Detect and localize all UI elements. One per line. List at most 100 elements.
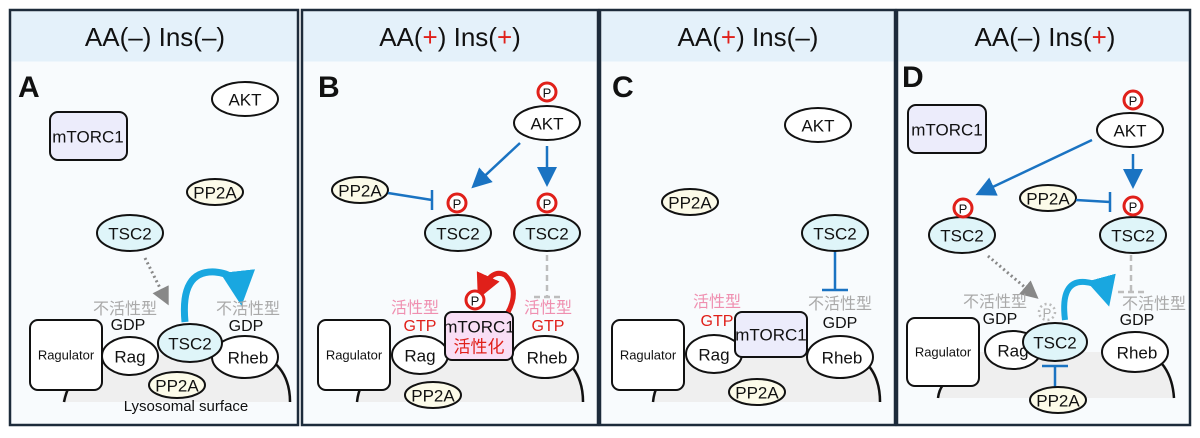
svg-text:TSC2: TSC2 [525,225,568,244]
phospho-badge: P [464,289,486,311]
svg-text:AKT: AKT [228,91,261,110]
panel-letter: C [612,71,634,104]
pp2a-node: PP2A [404,381,462,409]
svg-text:Rag: Rag [114,348,145,367]
svg-text:mTORC1: mTORC1 [52,128,123,147]
gdp-label: GDP [823,315,858,332]
akt-node: AKT [513,105,581,141]
inactive-label: 不活性型 [808,295,872,313]
inhibition-line [387,190,434,210]
svg-text:Rag: Rag [404,347,435,366]
svg-text:PP2A: PP2A [338,182,382,201]
inhibition-line [1042,364,1068,388]
svg-text:TSC2: TSC2 [436,225,479,244]
svg-text:PP2A: PP2A [1026,190,1070,209]
svg-text:PP2A: PP2A [1036,392,1080,411]
tsc2-node: TSC2 [1022,322,1088,362]
rag-node: Rag [101,336,159,376]
svg-text:P: P [959,202,968,217]
ragulator-node: Ragulator [317,319,391,391]
svg-text:P: P [1043,306,1052,321]
svg-text:P: P [1129,200,1138,215]
tsc2-node: TSC2 [928,216,996,254]
svg-text:Rag: Rag [997,342,1028,361]
panel-letter: D [902,61,924,94]
panel-a: AA(–) Ins(–) A AKT mTORC1 PP2A TSC2 不活性型… [8,8,300,427]
dotted-arrow [987,254,1039,299]
active-label: 活性型 [524,299,572,317]
rheb-node: Rheb [511,335,579,379]
akt-node: AKT [211,81,279,117]
tsc2-node: TSC2 [513,214,581,252]
svg-text:PP2A: PP2A [193,184,237,203]
svg-text:Ragulator: Ragulator [38,348,95,363]
svg-text:AKT: AKT [801,117,834,136]
tsc2-node: TSC2 [96,214,164,252]
rheb-node: Rheb [211,335,279,379]
pp2a-node: PP2A [186,178,244,206]
mtorc1-node: mTORC1 [49,111,128,161]
panel-title: AA(+) Ins(+) [379,22,521,52]
curved-arrow [1061,273,1116,321]
svg-text:AKT: AKT [1113,122,1146,141]
pp2a-node: PP2A [1019,184,1077,212]
panel-d: AA(–) Ins(+) D mTORC1 AKT P PP2A TSC2 P … [895,8,1192,427]
pp2a-node: PP2A [728,378,786,406]
svg-text:Rheb: Rheb [228,349,269,368]
svg-text:mTORC1: mTORC1 [735,326,806,345]
gdp-label: GDP [229,318,264,335]
pp2a-node: PP2A [1029,386,1087,414]
svg-text:Ragulator: Ragulator [915,345,972,360]
gdp-label: GDP [111,317,146,334]
dephosphorylated-badge: P [1037,302,1057,322]
tsc2-node: TSC2 [801,214,869,252]
panel-letter: B [318,71,340,104]
pp2a-node: PP2A [148,371,206,399]
phospho-badge: P [1122,195,1144,217]
pp2a-node: PP2A [331,176,389,204]
svg-text:P: P [543,86,552,101]
panel-title: AA(–) Ins(–) [85,22,225,52]
svg-text:TSC2: TSC2 [108,225,151,244]
svg-text:PP2A: PP2A [735,384,779,403]
svg-text:mTORC1: mTORC1 [443,318,514,337]
gtp-label: GTP [701,313,734,330]
tsc2-node: TSC2 [424,214,492,252]
phospho-badge: P [536,81,558,103]
activation-arrow [975,138,1093,196]
gtp-label: GTP [404,318,437,335]
rag-node: Rag [685,334,743,374]
svg-text:Rheb: Rheb [1117,344,1158,363]
inhibition-dashed [1118,255,1144,294]
svg-text:Rag: Rag [698,346,729,365]
active-label: 活性型 [693,293,741,311]
svg-text:P: P [471,294,480,309]
akt-node: AKT [784,107,852,143]
lysosomal-surface-label: Lysosomal surface [124,398,249,415]
rheb-node: Rheb [1101,331,1169,373]
pp2a-node: PP2A [661,188,719,216]
ragulator-node: Ragulator [611,319,685,391]
svg-text:mTORC1: mTORC1 [911,121,982,140]
svg-text:AKT: AKT [530,115,563,134]
inactive-label: 不活性型 [216,300,280,318]
svg-text:Rheb: Rheb [822,349,863,368]
phospho-badge: P [952,197,974,219]
svg-text:PP2A: PP2A [155,377,199,396]
tsc2-node: TSC2 [157,323,223,363]
svg-text:TSC2: TSC2 [813,225,856,244]
activation-arrow [471,142,521,189]
panel-title: AA(+) Ins(–) [678,22,819,52]
svg-text:Rheb: Rheb [527,349,568,368]
svg-text:TSC2: TSC2 [1033,334,1076,353]
inactive-label: 不活性型 [1122,295,1186,313]
svg-text:Ragulator: Ragulator [326,348,383,363]
svg-text:PP2A: PP2A [411,387,455,406]
gtp-label: GTP [532,318,565,335]
curved-arrow [180,268,256,323]
mtorc1-node: mTORC1 [907,104,987,154]
panel-c: AA(+) Ins(–) C AKT PP2A TSC2 活性型 GTP 不活性… [598,8,897,427]
akt-node: AKT [1096,112,1164,148]
